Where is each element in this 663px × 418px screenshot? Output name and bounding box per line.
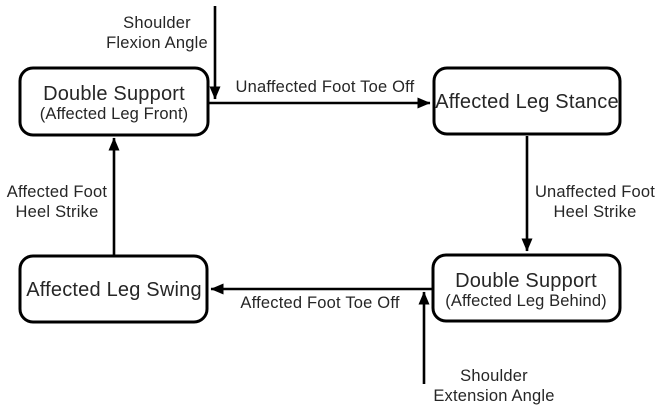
node-double-support-front-box xyxy=(18,66,210,137)
node-double-support-front: Double Support (Affected Leg Front) xyxy=(18,66,210,137)
input-label-shoulder-flexion-line2: Flexion Angle xyxy=(106,34,208,52)
node-affected-leg-swing-box xyxy=(18,254,209,324)
edge-label-unaffected-foot-toe-off: Unaffected Foot Toe Off xyxy=(236,78,415,96)
node-double-support-behind-title: Double Support xyxy=(455,270,597,292)
node-double-support-front-title: Double Support xyxy=(43,83,185,105)
edge-label-affected-foot-heel-strike-line1: Affected Foot xyxy=(7,183,108,201)
edge-label-unaffected-foot-heel-strike-line2: Heel Strike xyxy=(554,203,637,221)
node-affected-leg-swing: Affected Leg Swing xyxy=(18,254,209,324)
node-affected-leg-stance-box xyxy=(432,66,622,136)
node-double-support-behind-subtitle: (Affected Leg Behind) xyxy=(445,292,606,310)
node-double-support-front-subtitle: (Affected Leg Front) xyxy=(40,105,188,123)
edge-label-unaffected-foot-heel-strike-line1: Unaffected Foot xyxy=(535,183,655,201)
input-label-shoulder-extension-line2: Extension Angle xyxy=(433,387,554,405)
node-affected-leg-stance-title: Affected Leg Stance xyxy=(435,91,619,113)
edge-label-affected-foot-toe-off: Affected Foot Toe Off xyxy=(240,294,399,312)
node-affected-leg-stance: Affected Leg Stance xyxy=(432,66,622,136)
input-label-shoulder-extension-line1: Shoulder xyxy=(460,367,528,385)
input-label-shoulder-flexion-line1: Shoulder xyxy=(123,14,191,32)
node-double-support-behind: Double Support (Affected Leg Behind) xyxy=(431,253,622,323)
node-affected-leg-swing-title: Affected Leg Swing xyxy=(26,279,202,301)
edge-label-affected-foot-heel-strike-line2: Heel Strike xyxy=(16,203,99,221)
node-double-support-behind-box xyxy=(431,253,622,323)
